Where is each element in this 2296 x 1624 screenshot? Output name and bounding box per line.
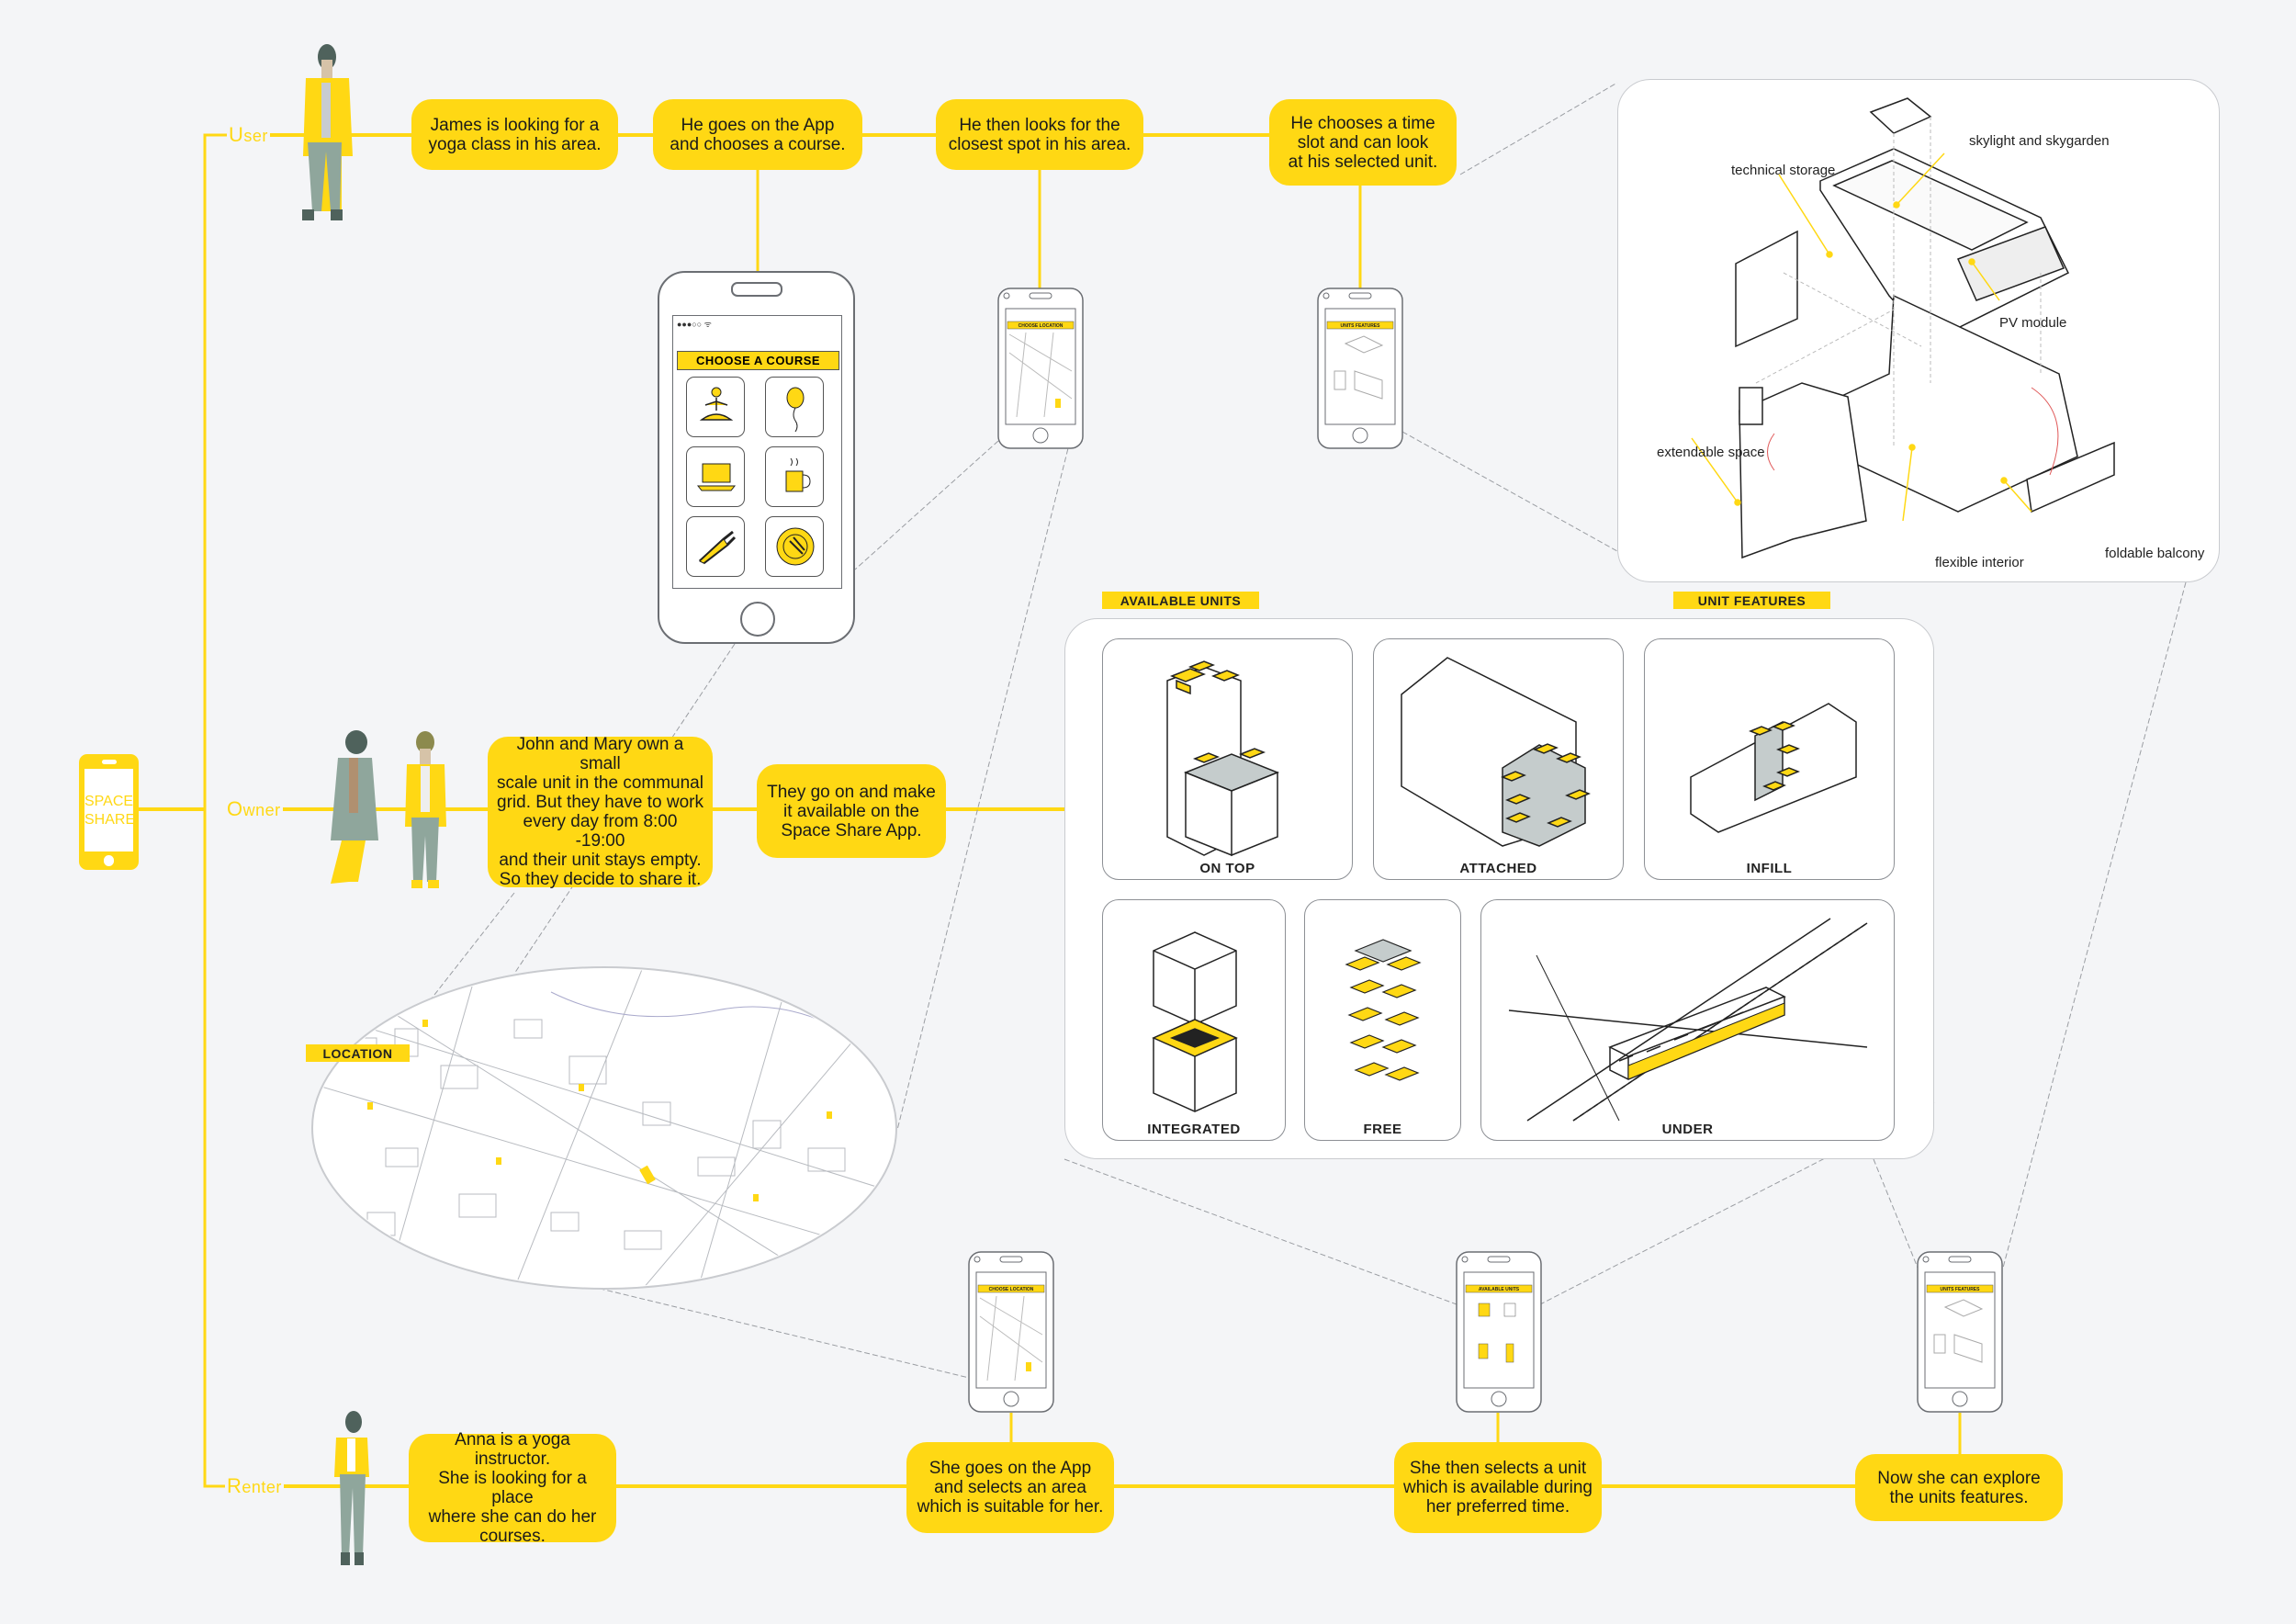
renter-step-2: She goes on the App and selects an area …: [906, 1442, 1114, 1533]
plate-icon: [776, 527, 815, 566]
under-illustration: [1508, 918, 1868, 1122]
user-step-1: James is looking for a yoga class in his…: [411, 99, 618, 170]
status-bar-icon: ●●●○○ ᯤ: [677, 320, 712, 329]
unit-features-panel: skylight and skygarden technical storage…: [1617, 79, 2220, 582]
unit-type-label: FREE: [1363, 1122, 1402, 1137]
label-pv-module: PV module: [1999, 315, 2066, 331]
user-figure-james: [302, 44, 353, 220]
course-mug[interactable]: [765, 446, 824, 507]
row-label-user: User: [227, 123, 270, 147]
speaker-icon: [731, 282, 782, 297]
location-map[interactable]: [311, 966, 900, 1290]
unit-type-label: UNDER: [1661, 1122, 1714, 1137]
course-tools[interactable]: [686, 516, 745, 577]
unit-type-label: INTEGRATED: [1147, 1122, 1241, 1137]
owner-step-2: They go on and make it available on the …: [757, 764, 946, 858]
unit-type-integrated[interactable]: INTEGRATED: [1102, 899, 1286, 1141]
unit-type-infill[interactable]: INFILL: [1644, 638, 1895, 880]
course-cooking[interactable]: [765, 516, 824, 577]
home-button-icon: [104, 855, 114, 866]
label-foldable-balcony: foldable balcony: [2105, 546, 2205, 561]
owner-step-1: John and Mary own a small scale unit in …: [488, 735, 713, 889]
available-units-tag: AVAILABLE UNITS: [1102, 592, 1259, 609]
phone-screen: ●●●○○ ᯤ CHOOSE A COURSE: [672, 315, 842, 589]
unit-type-free[interactable]: FREE: [1304, 899, 1461, 1141]
unit-type-on-top[interactable]: ON TOP: [1102, 638, 1353, 880]
unit-type-label: ON TOP: [1199, 861, 1255, 876]
infill-illustration: [1690, 703, 1857, 833]
label-skylight: skylight and skygarden: [1969, 133, 2110, 149]
renter-figure-anna: [334, 1411, 369, 1565]
unit-type-under[interactable]: UNDER: [1480, 899, 1895, 1141]
speaker-icon: [102, 760, 117, 764]
renter-step-4: Now she can explore the units features.: [1855, 1454, 2063, 1521]
app-name: SPACE SHARE: [84, 793, 136, 829]
unit-type-attached[interactable]: ATTACHED: [1373, 638, 1624, 880]
laptop-icon: [696, 463, 737, 491]
phone-choose-course: ●●●○○ ᯤ CHOOSE A COURSE: [658, 271, 855, 644]
user-step-3: He then looks for the closest spot in hi…: [936, 99, 1143, 170]
course-yoga[interactable]: [686, 377, 745, 437]
location-tag: LOCATION: [306, 1044, 410, 1062]
trunk-line: [203, 133, 227, 1488]
renter-step-3: She then selects a unit which is availab…: [1394, 1442, 1602, 1533]
app-name-line2: SHARE: [84, 812, 136, 828]
app-screen: SPACE SHARE: [84, 769, 136, 851]
renter-step-1: Anna is a yoga instructor. She is lookin…: [409, 1430, 616, 1546]
pliers-icon: [698, 530, 737, 565]
unit-type-label: ATTACHED: [1459, 861, 1537, 876]
user-step-4: He chooses a time slot and can look at h…: [1269, 99, 1457, 186]
course-grid: [686, 377, 833, 577]
owner-figures-john-mary: [331, 730, 446, 888]
on-top-illustration: [1166, 660, 1280, 857]
app-name-line1: SPACE: [84, 794, 134, 809]
space-share-app-icon[interactable]: SPACE SHARE: [79, 754, 139, 870]
row-label-renter: Renter: [225, 1474, 284, 1498]
label-technical-storage: technical storage: [1731, 163, 1835, 178]
balloon-icon: [786, 387, 805, 433]
unit-type-label: INFILL: [1746, 861, 1793, 876]
attached-illustration: [1401, 657, 1591, 847]
unit-features-tag: UNIT FEATURES: [1673, 592, 1830, 609]
label-extendable-space: extendable space: [1657, 445, 1765, 460]
course-laptop[interactable]: [686, 446, 745, 507]
home-button-icon[interactable]: [740, 602, 775, 637]
integrated-illustration: [1152, 931, 1238, 1112]
label-flexible-interior: flexible interior: [1935, 555, 2024, 570]
exploded-unit-drawing: skylight and skygarden technical storage…: [1657, 97, 2205, 570]
user-step-2: He goes on the App and chooses a course.: [653, 99, 862, 170]
free-illustration: [1345, 939, 1422, 1081]
screen-title: CHOOSE A COURSE: [677, 351, 839, 370]
course-balloon[interactable]: [765, 377, 824, 437]
mug-icon: [785, 457, 811, 492]
yoga-icon: [699, 387, 734, 421]
row-label-owner: Owner: [225, 797, 283, 821]
